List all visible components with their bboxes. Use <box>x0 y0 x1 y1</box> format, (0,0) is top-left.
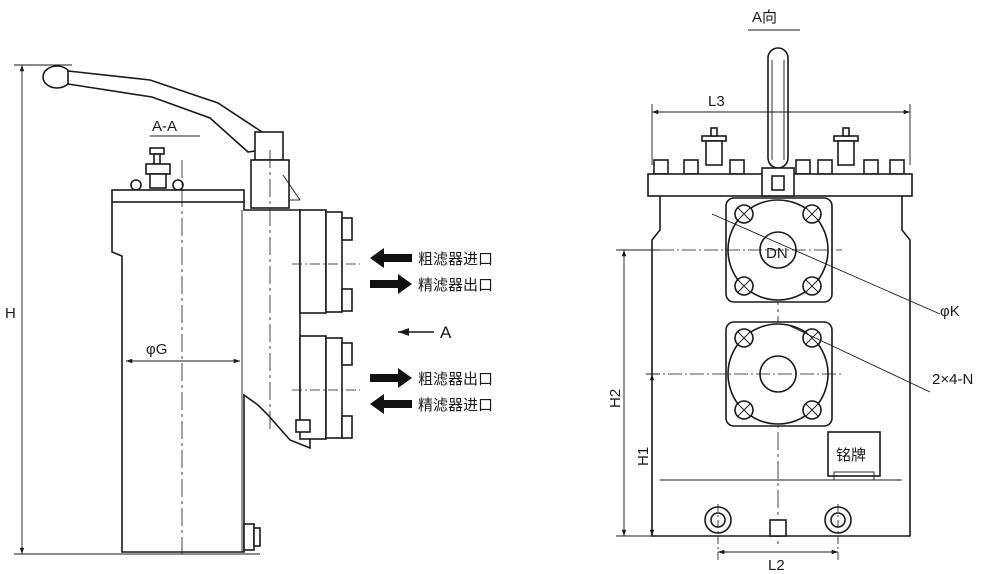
view-a-title: A向 <box>748 9 800 31</box>
label-view-a: A向 <box>752 9 777 26</box>
label-l2: L2 <box>768 557 785 574</box>
handle-lever <box>42 65 301 209</box>
nameplate: 铭牌 <box>827 431 881 481</box>
valve-knobs <box>701 127 859 166</box>
label-coarse-outlet: 粗滤器出口 <box>418 370 493 388</box>
lower-flange <box>292 335 360 440</box>
label-l3: L3 <box>708 93 725 110</box>
valve-knob <box>130 147 184 191</box>
label-h1: H1 <box>635 447 652 466</box>
label-dn: DN <box>766 245 788 262</box>
drain-plug <box>243 523 261 551</box>
view-a: A向 L3 <box>607 9 973 574</box>
label-dia-g: φG <box>146 341 167 358</box>
dim-l3: L3 <box>651 93 911 165</box>
filter-body <box>111 202 311 553</box>
dim-h: H <box>5 64 260 555</box>
label-h: H <box>5 305 16 322</box>
port-labels: 粗滤器进口 精滤器出口 A 粗滤器出口 精滤器进口 <box>370 248 493 414</box>
lower-port-flange <box>646 321 842 427</box>
leaders: φK 2×4-N <box>711 213 973 393</box>
label-fine-outlet: 精滤器出口 <box>418 276 493 294</box>
dim-l2: L2 <box>718 549 838 574</box>
label-coarse-inlet: 粗滤器进口 <box>418 250 493 268</box>
label-section-aa: A-A <box>152 118 177 135</box>
label-h2: H2 <box>607 389 624 408</box>
section-title: A-A <box>150 118 200 137</box>
dim-g: φG <box>126 341 240 364</box>
label-bolt-spec: 2×4-N <box>932 371 973 388</box>
upper-port-flange: DN <box>616 197 842 303</box>
label-arrow-a: A <box>440 323 452 342</box>
label-fine-inlet: 精滤器进口 <box>418 396 493 414</box>
label-nameplate: 铭牌 <box>836 446 866 464</box>
upper-flange <box>292 209 360 314</box>
label-dia-k: φK <box>940 303 960 320</box>
dim-h2-h1: H2 H1 <box>607 249 660 537</box>
section-view-aa: H A-A <box>5 64 493 555</box>
cover-plate <box>111 189 245 203</box>
handle-stem <box>767 47 789 169</box>
